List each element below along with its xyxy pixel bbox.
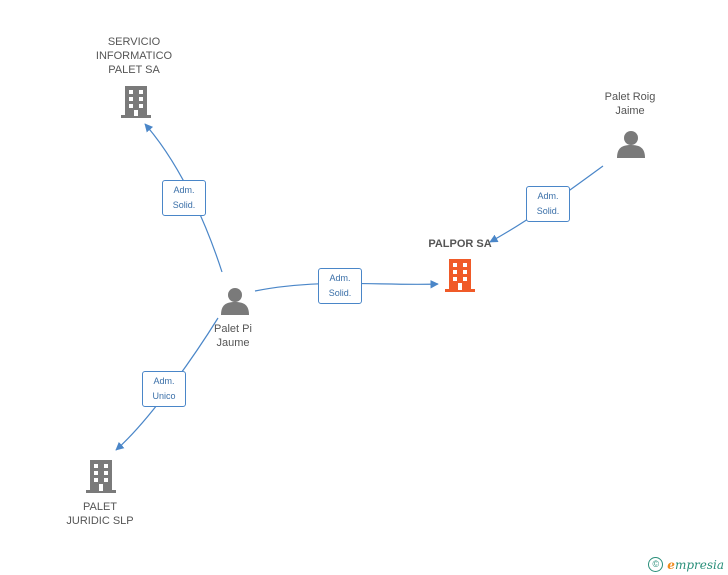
node-label-palet-roig[interactable]: Palet Roig Jaime [604,91,656,117]
edge-label-pi-juridic: Adm. Unico [142,371,186,407]
node-label-servicio[interactable]: SERVICIO INFORMATICO PALET SA [95,36,173,76]
edge-label-roig-palpor: Adm. Solid. [526,186,570,222]
brand-logo: empresia [667,557,724,572]
building-icon-focus [445,259,475,292]
node-label-palpor[interactable]: PALPOR SA [428,238,492,250]
edge-label-pi-palpor: Adm. Solid. [318,268,362,304]
copyright-icon: © [648,557,664,572]
person-icon [221,288,249,315]
edge-label-pi-servicio: Adm. Solid. [162,180,206,216]
empresia-watermark: © empresia [648,557,724,572]
node-label-palet-pi[interactable]: Palet Pi Jaume [214,323,252,349]
node-label-palet-juridic[interactable]: PALET JURIDIC SLP [66,501,134,527]
building-icon [86,460,116,493]
building-icon [121,86,151,118]
person-icon [617,131,645,158]
